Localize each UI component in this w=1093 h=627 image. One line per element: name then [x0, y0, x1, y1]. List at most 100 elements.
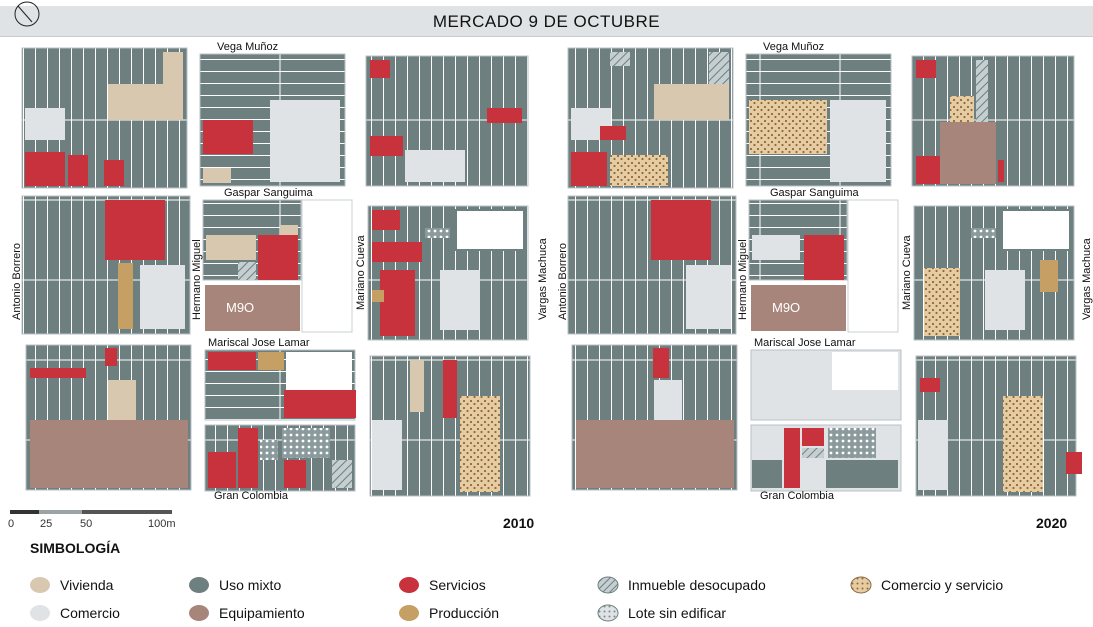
parcel-inmueble: [709, 52, 729, 84]
parcel-uso-mixto: [826, 460, 898, 488]
parcel-servicios: [258, 235, 298, 280]
parcel-comercio-servicio: [924, 268, 960, 336]
land-use-map: M9O Vega Muñoz Gaspar: [8, 41, 1093, 531]
legend-swatch: [850, 576, 872, 594]
parcel-equipamiento: [940, 122, 996, 184]
parcel-comercio: [372, 420, 402, 490]
street-label: Gaspar Sanguima: [770, 187, 860, 199]
street-label: Hermano Miguel: [737, 239, 749, 320]
parcel-inmueble: [802, 448, 824, 458]
legend-label: Comercio y servicio: [881, 577, 1004, 593]
parcel-servicios: [372, 242, 422, 262]
year-label-2010: 2010: [503, 515, 534, 531]
legend-item-uso-mixto: Uso mixto: [188, 574, 281, 596]
legend-title: SIMBOLOGÍA: [30, 540, 121, 556]
parcel-servicios: [916, 60, 936, 78]
parcel-inmueble: [610, 52, 630, 66]
parcel-comercio: [654, 380, 682, 420]
legend-item-servicios: Servicios: [398, 574, 486, 596]
street-label: Gran Colombia: [760, 490, 835, 502]
market-label: M9O: [772, 300, 800, 315]
parcel-equipamiento-market: [751, 285, 846, 331]
parcel-inmueble: [976, 60, 988, 122]
street-label: Hermano Miguel: [191, 239, 203, 320]
legend-swatch: [399, 605, 419, 621]
parcel-comercio: [752, 235, 800, 260]
parcel-servicios: [380, 270, 415, 336]
parcel-servicios: [804, 235, 844, 280]
parcel-vivienda: [163, 52, 183, 84]
parcel-equipamiento-market: [205, 285, 300, 331]
parcel-comercio: [25, 108, 65, 140]
legend-item-comercio: Comercio: [29, 602, 120, 624]
parcel-servicios: [30, 368, 86, 378]
parcel-lote: [971, 228, 996, 238]
legend-item-equipamiento: Equipamiento: [188, 602, 305, 624]
street-label: Gaspar Sanguima: [224, 187, 314, 199]
legend-label: Inmueble desocupado: [628, 577, 766, 593]
street-label: Vargas Machuca: [537, 237, 549, 320]
parcel-servicios: [920, 378, 940, 392]
scale-tick: 50: [80, 518, 92, 530]
parcel-equipamiento: [30, 420, 188, 488]
parcel-equipamiento: [576, 420, 734, 488]
parcel-servicios: [284, 460, 306, 488]
map-title-rest: 9 DE OCTUBRE: [528, 12, 661, 31]
legend: Vivienda Comercio Uso mixto Equipamiento…: [0, 570, 1093, 627]
street-label: Vargas Machuca: [1081, 237, 1093, 320]
parcel-lote: [828, 428, 876, 458]
parcel-vivienda: [108, 380, 136, 420]
scale-tick: 25: [40, 518, 52, 530]
parcel-servicios: [784, 428, 800, 488]
legend-label: Servicios: [429, 577, 486, 593]
year-label-2020: 2020: [1036, 515, 1067, 531]
legend-label: Producción: [429, 605, 500, 621]
street-label: Mariscal Jose Lamar: [208, 337, 310, 349]
map-title-bar: MERCADO 9 DE OCTUBRE: [0, 6, 1093, 37]
street-label: Vega Muñoz: [217, 41, 278, 53]
scale-tick: 100m: [148, 518, 176, 530]
map-title-bold: MERCADO: [432, 12, 524, 31]
parcel-inmueble: [332, 460, 352, 488]
parcel-comercio-servicio: [610, 155, 668, 186]
parcel-vivienda: [206, 235, 256, 260]
street-label: Vega Muñoz: [763, 41, 824, 53]
parcel-comercio-servicio: [1003, 396, 1043, 492]
parcel-servicios: [571, 152, 607, 186]
parcel-servicios: [372, 210, 400, 230]
street-label: Gran Colombia: [214, 490, 289, 502]
map-panel-2020: M9O Vega Muñoz Gaspar Sanguima Mariscal …: [557, 41, 1093, 531]
parcel-servicios: [916, 156, 940, 184]
market-open-area: [301, 199, 353, 333]
parcel-servicios: [653, 348, 669, 378]
parcel-comercio: [686, 265, 731, 329]
legend-swatch: [597, 604, 619, 622]
parcel-vivienda: [654, 84, 729, 120]
parcel-vivienda: [280, 225, 298, 235]
parcel-lote: [260, 440, 278, 460]
scale-tick: 0: [8, 518, 14, 530]
parcel-servicios: [25, 152, 65, 186]
legend-item-inmueble: Inmueble desocupado: [597, 574, 766, 596]
legend-item-produccion: Producción: [398, 602, 499, 624]
parcel-servicios: [203, 120, 253, 154]
legend-swatch: [30, 605, 50, 621]
parcel-comercio-servicio: [749, 100, 827, 154]
legend-swatch: [30, 577, 50, 593]
parcel-inmueble: [238, 262, 256, 280]
parcel-servicios: [802, 428, 824, 446]
parcel-servicios: [651, 200, 711, 260]
legend-item-lote: Lote sin edificar: [597, 602, 726, 624]
parcel-servicios: [1066, 452, 1082, 474]
parcel-servicios: [443, 360, 457, 418]
parcel-servicios: [370, 60, 390, 78]
parcel-comercio: [918, 420, 948, 490]
parcel-produccion: [1040, 260, 1058, 292]
parcel-servicios: [284, 390, 356, 418]
parcel-servicios: [105, 200, 165, 260]
legend-item-vivienda: Vivienda: [29, 574, 113, 596]
parcel-produccion: [118, 263, 133, 329]
legend-label: Equipamiento: [219, 605, 305, 621]
legend-item-comercio-servicio: Comercio y servicio: [850, 574, 1003, 596]
parcel-produccion: [258, 352, 284, 370]
